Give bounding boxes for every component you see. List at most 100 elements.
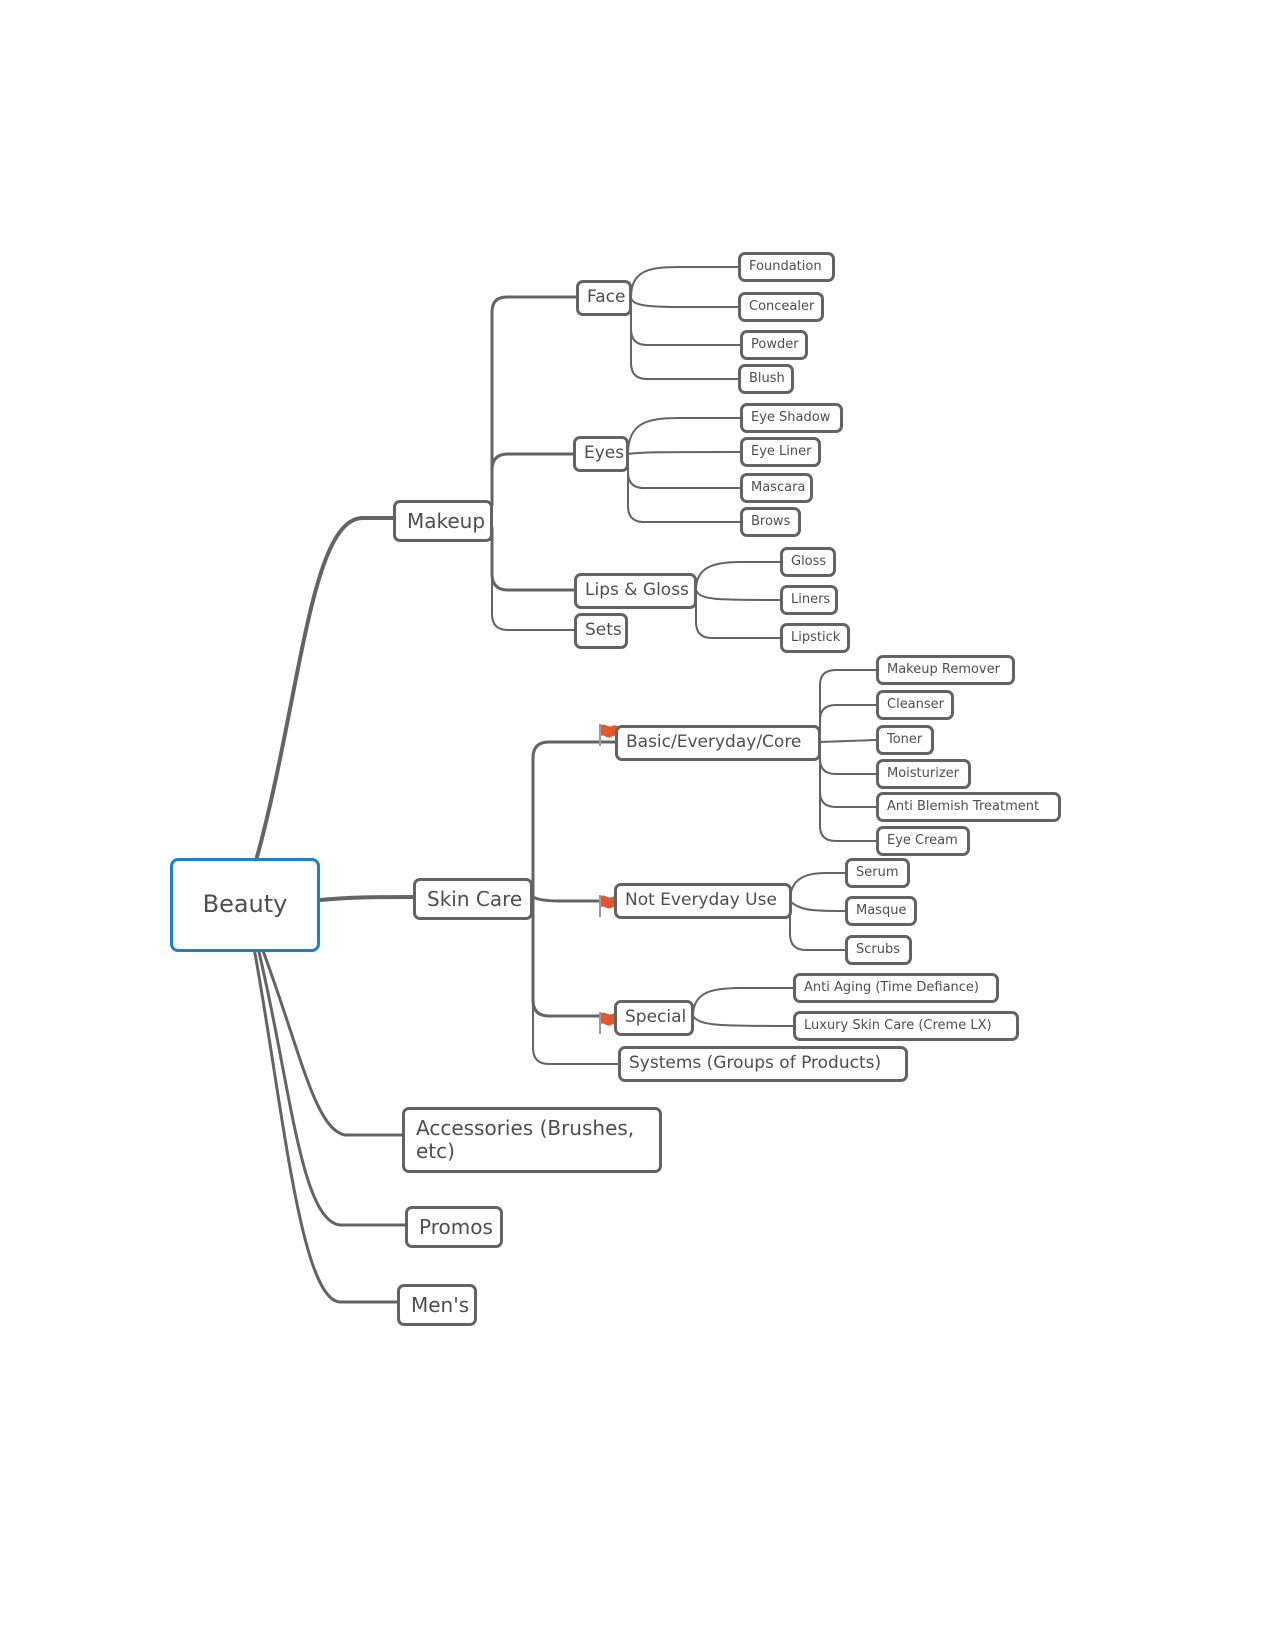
node-beauty-label: Beauty [202, 890, 288, 919]
node-moisturizer-label: Moisturizer [887, 765, 960, 781]
node-concealer-label: Concealer [749, 298, 815, 314]
link-makeup-lips [490, 526, 576, 592]
node-liners-label: Liners [791, 591, 831, 607]
node-lipstick[interactable]: Lipstick [780, 623, 850, 653]
node-scrubs-label: Scrubs [856, 941, 901, 957]
red-flag-icon [599, 1012, 618, 1034]
node-gloss-label: Gloss [791, 553, 827, 569]
node-moisturizer[interactable]: Moisturizer [876, 759, 971, 789]
link-face-foundation [630, 266, 739, 298]
node-face-label: Face [587, 287, 626, 308]
node-special-label: Special [625, 1007, 687, 1028]
node-anti-blemish-treatment-label: Anti Blemish Treatment [887, 798, 1040, 814]
node-skincare[interactable]: Skin Care [413, 878, 533, 920]
node-toner[interactable]: Toner [876, 725, 934, 755]
node-basic-everyday-core[interactable]: Basic/Everyday/Core [615, 725, 821, 761]
node-anti-blemish-treatment[interactable]: Anti Blemish Treatment [876, 792, 1061, 822]
link-lips-lipstick [695, 589, 781, 639]
red-flag-icon [599, 724, 618, 746]
node-anti-aging-label: Anti Aging (Time Defiance) [804, 979, 979, 995]
node-sets[interactable]: Sets [574, 613, 628, 649]
link-lips-liners [695, 589, 781, 601]
node-serum[interactable]: Serum [845, 858, 910, 888]
node-lips-gloss-label: Lips & Gloss [585, 580, 689, 601]
link-basic-eyecream [819, 741, 877, 842]
link-skincare-basic [531, 740, 617, 899]
node-basic-everyday-core-label: Basic/Everyday/Core [626, 732, 802, 753]
link-eyes-brows [627, 453, 741, 523]
link-makeup-face [490, 295, 578, 507]
node-face[interactable]: Face [576, 280, 632, 316]
node-masque[interactable]: Masque [845, 896, 917, 926]
node-not-everyday-use[interactable]: Not Everyday Use [614, 883, 792, 919]
node-toner-label: Toner [887, 731, 923, 747]
node-liners[interactable]: Liners [780, 585, 838, 615]
link-face-concealer [630, 296, 739, 308]
link-beauty-mens [252, 946, 399, 1304]
node-eyes[interactable]: Eyes [573, 436, 629, 472]
link-face-powder [630, 296, 741, 346]
node-makeup[interactable]: Makeup [393, 500, 493, 542]
node-special[interactable]: Special [614, 1000, 694, 1036]
node-eye-liner[interactable]: Eye Liner [740, 437, 821, 467]
node-scrubs[interactable]: Scrubs [845, 935, 912, 965]
node-foundation-label: Foundation [749, 258, 822, 274]
node-sets-label: Sets [585, 620, 622, 641]
link-eyes-mascara [627, 453, 741, 489]
link-eyes-eyeshadow [627, 417, 741, 455]
node-beauty[interactable]: Beauty [170, 858, 320, 952]
node-masque-label: Masque [856, 902, 907, 918]
link-basic-makeupremover [819, 669, 877, 743]
link-makeup-eyes [490, 452, 575, 472]
node-luxury-skin-care[interactable]: Luxury Skin Care (Creme LX) [793, 1011, 1019, 1041]
link-basic-cleanser [819, 704, 877, 743]
link-noteveryday-serum [789, 872, 846, 902]
node-skincare-label: Skin Care [427, 886, 523, 911]
node-systems[interactable]: Systems (Groups of Products) [618, 1046, 908, 1082]
node-promos-label: Promos [419, 1214, 493, 1239]
link-beauty-makeup [255, 516, 395, 859]
node-powder[interactable]: Powder [740, 330, 808, 360]
node-not-everyday-use-label: Not Everyday Use [625, 890, 777, 911]
node-brows[interactable]: Brows [740, 507, 801, 537]
link-eyes-eyeliner [627, 451, 741, 455]
node-makeup-label: Makeup [407, 508, 486, 533]
link-makeup-sets [491, 527, 575, 631]
node-eye-cream[interactable]: Eye Cream [876, 826, 970, 856]
link-noteveryday-masque [789, 900, 846, 912]
link-basic-moisturizer [819, 741, 877, 775]
node-eye-cream-label: Eye Cream [887, 832, 958, 848]
node-promos[interactable]: Promos [405, 1206, 503, 1248]
node-foundation[interactable]: Foundation [738, 252, 835, 282]
node-makeup-remover[interactable]: Makeup Remover [876, 655, 1015, 685]
link-lips-gloss [695, 561, 781, 591]
node-mens-label: Men's [411, 1292, 470, 1317]
node-cleanser[interactable]: Cleanser [876, 690, 954, 720]
link-beauty-skincare [318, 895, 415, 902]
node-accessories[interactable]: Accessories (Brushes, etc) [402, 1107, 662, 1173]
node-eyes-label: Eyes [584, 443, 625, 464]
node-accessories-label: Accessories (Brushes, etc) [416, 1116, 635, 1163]
node-eye-shadow[interactable]: Eye Shadow [740, 403, 843, 433]
link-beauty-promos [256, 946, 407, 1227]
link-special-luxury [692, 1015, 794, 1027]
node-brows-label: Brows [751, 513, 791, 529]
node-serum-label: Serum [856, 864, 899, 880]
red-flag-icon [599, 895, 618, 917]
link-special-antiaging [692, 987, 794, 1017]
node-lipstick-label: Lipstick [791, 629, 841, 645]
node-lips-gloss[interactable]: Lips & Gloss [574, 573, 697, 609]
node-blush-label: Blush [749, 370, 785, 386]
node-luxury-skin-care-label: Luxury Skin Care (Creme LX) [804, 1017, 992, 1033]
link-face-blush [630, 296, 739, 380]
node-mascara[interactable]: Mascara [740, 473, 813, 503]
node-concealer[interactable]: Concealer [738, 292, 824, 322]
link-skincare-systems [532, 896, 619, 1065]
node-mens[interactable]: Men's [397, 1284, 477, 1326]
node-blush[interactable]: Blush [738, 364, 794, 394]
node-gloss[interactable]: Gloss [780, 547, 836, 577]
node-anti-aging[interactable]: Anti Aging (Time Defiance) [793, 973, 999, 1003]
node-mascara-label: Mascara [751, 479, 806, 495]
